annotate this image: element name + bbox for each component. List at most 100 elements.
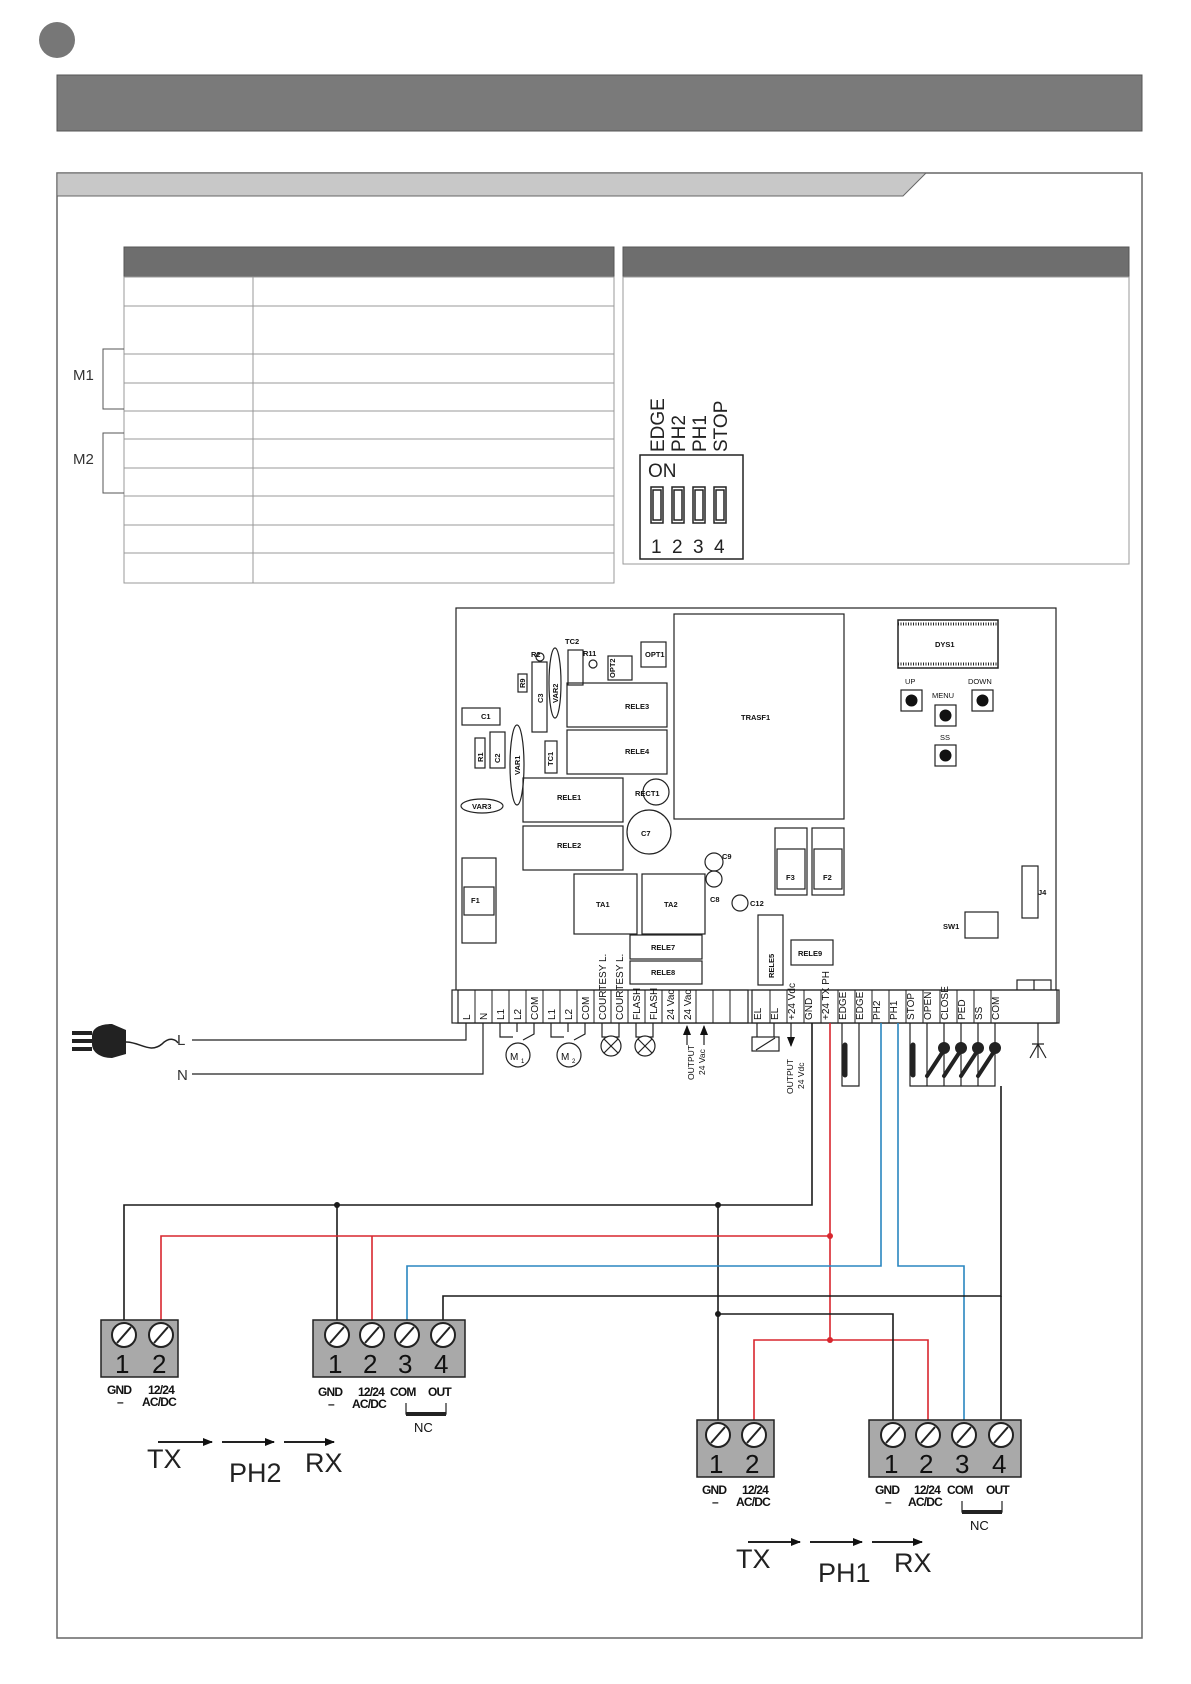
dip-num-2: 2 (672, 537, 683, 558)
button-down[interactable] (971, 689, 994, 712)
label-rect1: RECT1 (635, 789, 660, 798)
ph1-rx-num-1: 1 (884, 1449, 898, 1479)
ph2-rx-num-1: 1 (328, 1349, 342, 1379)
label-r2: R2 (531, 650, 541, 659)
ph1-tx-num-1: 1 (709, 1449, 723, 1479)
ph2-rx-num-2: 2 (363, 1349, 377, 1379)
page-header-bar (56, 74, 1143, 132)
terminal-label: L2 (564, 1008, 575, 1020)
dip-label-ph1: PH1 (690, 415, 711, 452)
button-ss[interactable] (934, 744, 957, 767)
terminal-label: L (462, 1014, 473, 1020)
red-wire-junctions (827, 1233, 833, 1343)
mains-n-label: N (177, 1067, 188, 1084)
label-rele3: RELE3 (625, 702, 649, 711)
label-j4: J4 (1038, 888, 1047, 897)
terminal-label: N (479, 1013, 490, 1020)
section-tab (56, 172, 928, 197)
ph1-tx-gnd: GND (702, 1483, 727, 1497)
label-opt1: OPT1 (645, 650, 665, 659)
motor-m2-label: M (561, 1052, 569, 1063)
terminal-strip-right (751, 989, 1058, 1024)
terminal-label: 24 Vac (683, 990, 694, 1020)
ph1-tx-terminal (696, 1419, 775, 1478)
label-var1: VAR1 (513, 756, 522, 775)
label-f1: F1 (471, 896, 480, 905)
dip-switch-toggles[interactable] (650, 486, 727, 524)
label-dys1: DYS1 (935, 640, 955, 649)
ph1-rx-acdc: AC/DC (908, 1495, 943, 1509)
label-trasf1: TRASF1 (741, 713, 770, 722)
ph2-tx-acdc: AC/DC (142, 1395, 177, 1409)
terminal-label: EL (753, 1007, 764, 1020)
ph1-name-label: PH1 (818, 1558, 871, 1588)
label-rele5: RELE5 (767, 954, 776, 978)
ph2-tx-num-1: 1 (115, 1349, 129, 1379)
terminal-label: COM (581, 997, 592, 1020)
ph1-tx-label: TX (736, 1544, 771, 1574)
ph1-tx-num-2: 2 (745, 1449, 759, 1479)
terminal-label: EL (770, 1007, 781, 1020)
terminal-label: EDGE (838, 991, 849, 1020)
label-rele2: RELE2 (557, 841, 581, 850)
ph2-rx-com: COM (390, 1385, 416, 1399)
label-r1: R1 (476, 752, 485, 762)
ph2-rx-out: OUT (428, 1385, 452, 1399)
dip-num-1: 1 (651, 537, 662, 558)
terminal-label: L1 (496, 1008, 507, 1020)
ph2-rx-label: RX (305, 1448, 343, 1478)
terminal-label: COM (530, 997, 541, 1020)
button-up[interactable] (900, 689, 923, 712)
terminal-label: SS (974, 1006, 985, 1020)
ph2-rx-terminal (312, 1319, 466, 1378)
ph2-name-label: PH2 (229, 1458, 282, 1488)
ph2-tx-minus: – (117, 1395, 124, 1409)
ph1-rx-minus: – (885, 1495, 892, 1509)
label-c2: C2 (493, 753, 502, 763)
ph1-rx-num-3: 3 (955, 1449, 969, 1479)
ph1-rx-terminal (868, 1419, 1022, 1478)
output-vac-line1: OUTPUT (686, 1045, 696, 1080)
ph1-rx-num-4: 4 (992, 1449, 1006, 1479)
dip-num-3: 3 (693, 537, 704, 558)
terminal-label: EDGE (855, 991, 866, 1020)
ph2-tx-1224: 12/24 (148, 1383, 175, 1397)
label-c3: C3 (536, 693, 545, 703)
label-tc2: TC2 (565, 637, 579, 646)
terminal-label: GND (804, 998, 815, 1020)
terminal-label: STOP (906, 993, 917, 1020)
label-down: DOWN (968, 677, 992, 686)
label-f2: F2 (823, 873, 832, 882)
motor-m2-sub: 2 (572, 1059, 576, 1065)
label-tc1: TC1 (546, 752, 555, 766)
label-opt2: OPT2 (608, 658, 617, 678)
terminal-label: OPEN (923, 992, 934, 1020)
label-ta2: TA2 (664, 900, 678, 909)
label-c1: C1 (481, 712, 491, 721)
output-vac-line2: 24 Vac (697, 1048, 707, 1075)
label-up: UP (905, 677, 915, 686)
ph1-rx-label: RX (894, 1548, 932, 1578)
page-marker-dot (39, 22, 75, 58)
dip-on-label: ON (648, 461, 677, 482)
label-f3: F3 (786, 873, 795, 882)
terminal-label: PED (957, 999, 968, 1020)
label-rele8: RELE8 (651, 968, 675, 977)
label-c9: C9 (722, 852, 732, 861)
motor-m1-sub: 1 (521, 1059, 525, 1065)
label-rele1: RELE1 (557, 793, 581, 802)
electrolock-icon (751, 1023, 780, 1052)
ph2-tx-gnd: GND (107, 1383, 132, 1397)
ph1-rx-com: COM (947, 1483, 973, 1497)
output-vac-arrows (683, 1025, 708, 1045)
ph1-nc-label: NC (970, 1518, 989, 1533)
ph2-rx-num-4: 4 (434, 1349, 448, 1379)
ph2-rx-1224: 12/24 (358, 1385, 385, 1399)
label-r9: R9 (518, 678, 527, 688)
label-rele9: RELE9 (798, 949, 822, 958)
terminal-label: PH2 (872, 1000, 883, 1020)
terminal-dividers (474, 990, 992, 1023)
button-menu[interactable] (934, 704, 957, 727)
